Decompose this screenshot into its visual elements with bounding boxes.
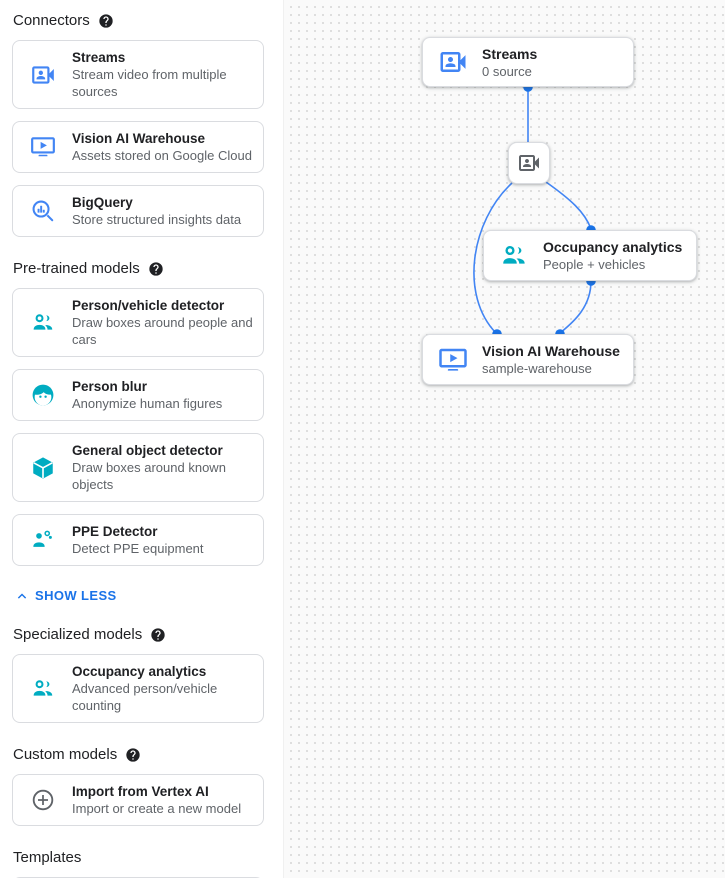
show-less-label: SHOW LESS [35, 587, 117, 603]
help-icon[interactable] [98, 13, 114, 29]
component-sidebar: Connectors Streams Stream video from mul… [0, 0, 283, 878]
card-title: Import from Vertex AI [72, 784, 209, 799]
section-header-pretrained-models: Pre-trained models [13, 260, 283, 277]
graph-edges [473, 82, 596, 339]
card-title: Occupancy analytics [72, 664, 207, 679]
node-subtitle: 0 source [482, 63, 532, 79]
people-icon [30, 310, 56, 336]
face-icon [30, 382, 56, 408]
sidebar-card-import-from-vertex-ai[interactable]: Import from Vertex AI Import or create a… [12, 774, 264, 826]
card-subtitle: Anonymize human figures [72, 396, 223, 411]
card-subtitle: Import or create a new model [72, 801, 242, 816]
card-subtitle: Stream video from multiple sources [72, 67, 227, 99]
warehouse-display-icon [438, 345, 468, 375]
card-title: Person blur [72, 379, 148, 394]
sidebar-card-streams[interactable]: Streams Stream video from multiple sourc… [12, 40, 264, 109]
section-title: Specialized models [13, 626, 143, 643]
node-vision-ai-warehouse[interactable]: Vision AI Warehouse sample-warehouse [422, 334, 634, 385]
plus-circle-icon [30, 787, 56, 813]
sidebar-card-person-blur[interactable]: Person blur Anonymize human figures [12, 369, 264, 421]
section-header-templates: Templates [13, 849, 283, 866]
card-subtitle: Draw boxes around known objects [72, 460, 226, 492]
sidebar-card-person-vehicle-detector[interactable]: Person/vehicle detector Draw boxes aroun… [12, 288, 264, 357]
sidebar-card-ppe-detector[interactable]: PPE Detector Detect PPE equipment [12, 514, 264, 566]
show-less-button[interactable]: SHOW LESS [14, 587, 283, 603]
card-title: General object detector [72, 443, 223, 458]
section-title: Connectors [13, 12, 90, 29]
node-title: Occupancy analytics [543, 239, 683, 255]
section-title: Templates [13, 849, 82, 866]
section-title: Custom models [13, 746, 118, 763]
section-header-custom-models: Custom models [13, 746, 283, 763]
bigquery-icon [30, 198, 56, 224]
node-occupancy-analytics[interactable]: Occupancy analytics People + vehicles [483, 230, 697, 281]
node-subtitle: People + vehicles [543, 257, 646, 272]
help-icon[interactable] [150, 627, 166, 643]
section-header-connectors: Connectors [13, 12, 283, 29]
card-title: Streams [72, 50, 126, 65]
card-title: PPE Detector [72, 524, 158, 539]
card-subtitle: Advanced person/vehicle counting [72, 681, 218, 713]
video-camera-icon [517, 151, 541, 175]
sidebar-card-general-object-detector[interactable]: General object detector Draw boxes aroun… [12, 433, 264, 502]
cube-icon [30, 455, 56, 481]
people-icon [499, 241, 529, 271]
video-camera-icon [438, 47, 468, 77]
section-header-specialized-models: Specialized models [13, 626, 283, 643]
node-streams[interactable]: Streams 0 source [422, 37, 634, 87]
node-title: Streams [482, 45, 538, 62]
help-icon[interactable] [125, 747, 141, 763]
node-subtitle: sample-warehouse [482, 361, 592, 376]
graph-canvas[interactable]: Streams 0 source Occupancy analytics Peo… [283, 0, 725, 878]
people-icon [30, 676, 56, 702]
warehouse-display-icon [30, 134, 56, 160]
card-title: Vision AI Warehouse [72, 131, 206, 146]
sidebar-card-occupancy-analytics[interactable]: Occupancy analytics Advanced person/vehi… [12, 654, 264, 723]
edge-occupancy-to-warehouse [559, 280, 592, 334]
card-title: BigQuery [72, 195, 133, 210]
edge-processor-to-occupancy [545, 181, 592, 230]
chevron-up-icon [14, 587, 30, 603]
sidebar-card-vision-ai-warehouse[interactable]: Vision AI Warehouse Assets stored on Goo… [12, 121, 264, 173]
card-title: Person/vehicle detector [72, 298, 225, 313]
node-title: Vision AI Warehouse [482, 343, 620, 359]
node-stream-processor[interactable] [508, 142, 550, 184]
sidebar-card-bigquery[interactable]: BigQuery Store structured insights data [12, 185, 264, 237]
card-subtitle: Store structured insights data [72, 212, 242, 227]
section-title: Pre-trained models [13, 260, 140, 277]
card-subtitle: Draw boxes around people and cars [72, 315, 253, 347]
card-subtitle: Assets stored on Google Cloud [72, 148, 252, 163]
ppe-icon [30, 527, 56, 553]
card-subtitle: Detect PPE equipment [72, 541, 204, 556]
video-camera-icon [30, 62, 56, 88]
help-icon[interactable] [148, 261, 164, 277]
